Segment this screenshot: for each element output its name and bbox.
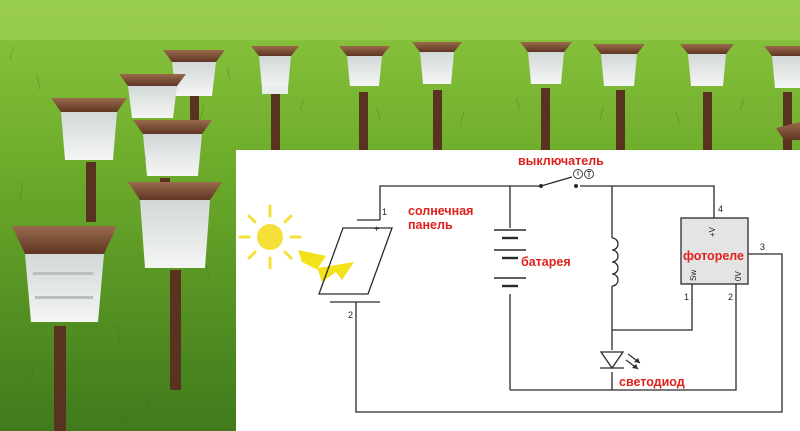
solar-panel-label-line2: панель — [408, 218, 453, 232]
solar-panel-label-line1: солнечная — [408, 204, 473, 218]
panel-plus-pin-number: 1 — [382, 207, 387, 217]
photorelay-box — [680, 217, 749, 285]
lamp-row-front — [12, 50, 225, 431]
led-icon — [599, 351, 641, 370]
panel-minus-pin-number: 2 — [348, 310, 353, 320]
relay-0v-label: 0V — [734, 271, 743, 281]
lamp-row-back — [251, 42, 800, 152]
relay-vplus-pin-number: 4 — [718, 204, 723, 214]
switch-label: выключатель — [518, 154, 604, 168]
relay-sw-label: Sw — [689, 270, 698, 281]
solar-panel — [318, 219, 393, 303]
switch-state-icon — [573, 169, 594, 179]
relay-out-pin-number: 3 — [760, 242, 765, 252]
battery — [494, 229, 526, 288]
battery-label: батарея — [521, 255, 571, 269]
relay-sw-pin-number: 1 — [684, 292, 689, 302]
relay-vplus-label: +V — [708, 226, 717, 237]
wires — [355, 185, 783, 413]
panel-plus-sign: + — [374, 224, 379, 234]
sun-icon — [238, 204, 302, 270]
relay-0v-pin-number: 2 — [728, 292, 733, 302]
photorelay-label: фотореле — [683, 249, 744, 263]
led-label: светодиод — [619, 375, 685, 389]
circuit-panel — [236, 150, 800, 431]
inductor — [611, 237, 619, 287]
sunlight-arrow-icon — [298, 250, 354, 282]
switch — [539, 169, 594, 188]
